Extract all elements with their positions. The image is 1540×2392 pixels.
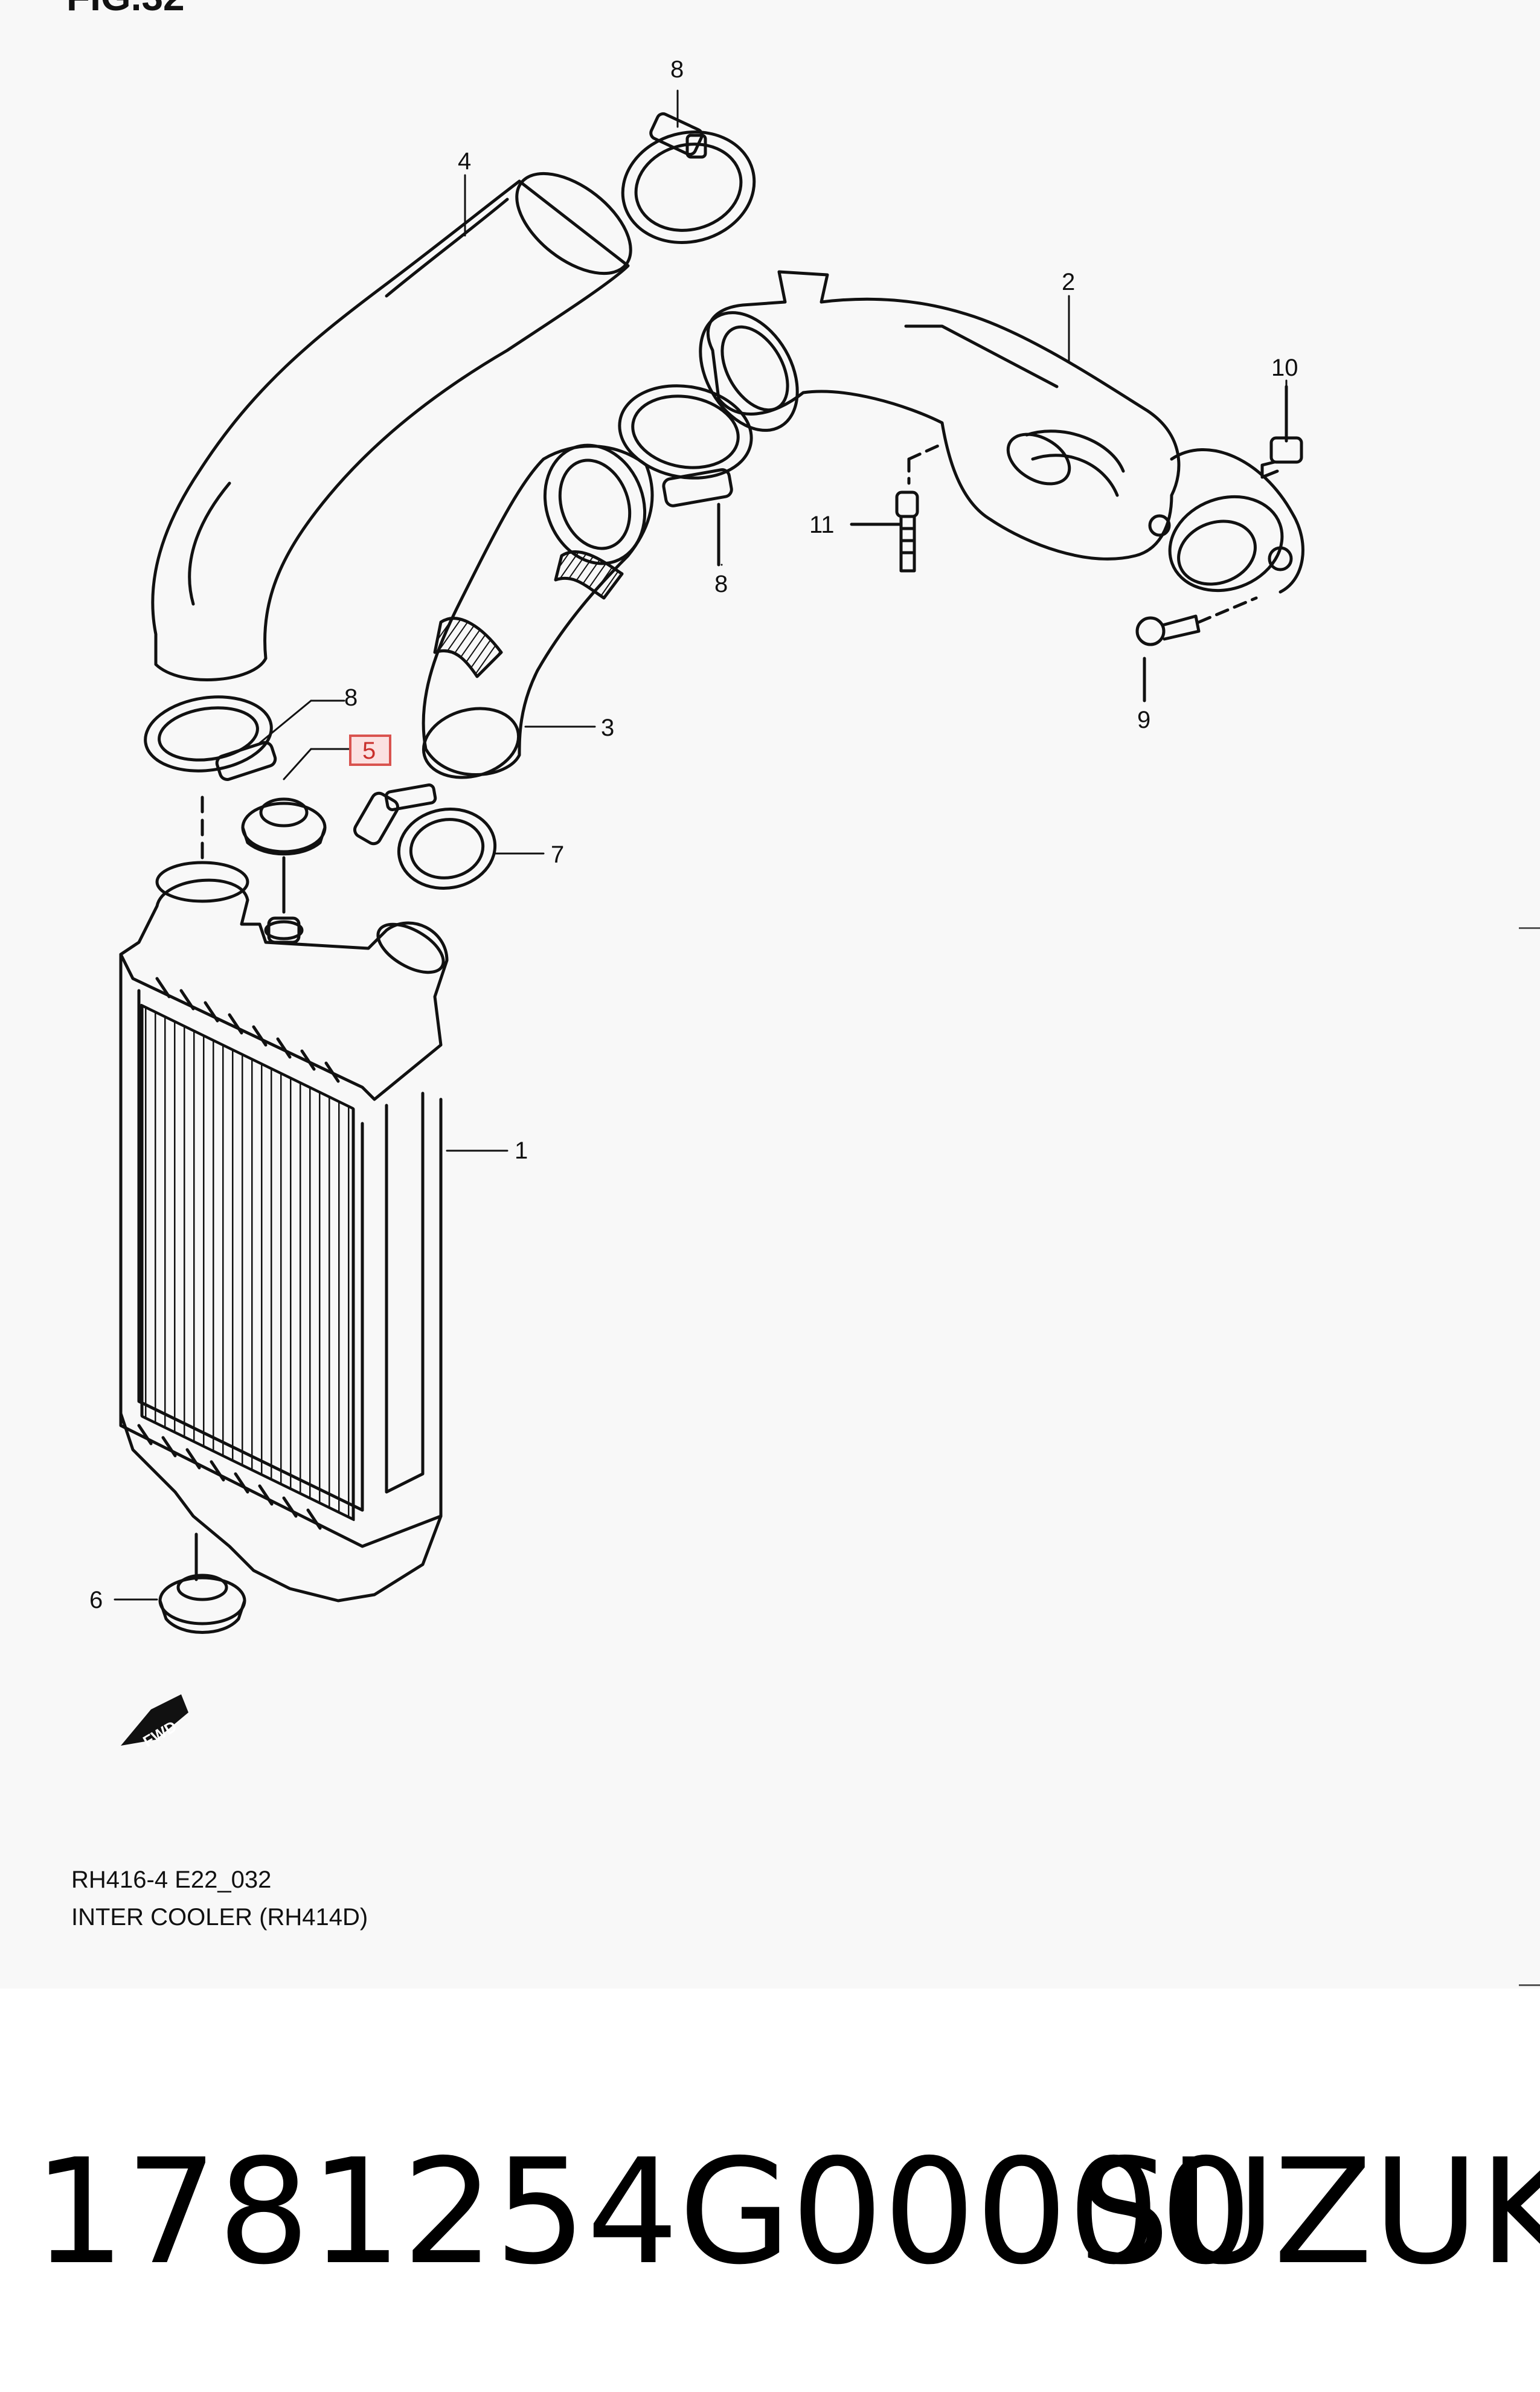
footer: 1781254G00000 SUZUKI [0,1989,1540,2392]
part-11-bolt [850,442,944,573]
callout-7[interactable]: 7 [551,841,564,868]
highlight-box-part-5 [349,735,391,766]
callout-6[interactable]: 6 [89,1587,103,1613]
brand-name: SUZUKI [1078,2127,1540,2297]
part-8a-hose-clamp-top [621,112,756,244]
callout-11[interactable]: 11 [809,512,835,538]
part-4-upper-hose [151,172,632,681]
diagram-code: RH416-4 E22_032 [71,1866,272,1893]
part-5-grommet [241,797,327,914]
callout-leaders [114,89,1288,1601]
part-7-hose-clamp [353,783,497,890]
diagram-title: INTER COOLER (RH414D) [71,1904,368,1931]
callout-10[interactable]: 10 [1271,355,1298,381]
part-1-intercooler [119,861,449,1603]
callout-8-top[interactable]: 8 [670,56,684,83]
figure-heading: FIG.32 [66,0,185,19]
callout-2[interactable]: 2 [1062,269,1075,295]
edge-mark-right-top [1519,927,1540,929]
callout-4[interactable]: 4 [458,148,471,175]
callout-8-middle[interactable]: 8 [714,571,728,597]
part-3-lower-hose [422,443,654,779]
fwd-arrow-icon: FWD [121,1694,188,1751]
callout-8-lower[interactable]: 8 [344,684,358,711]
parts-diagram-panel: FIG.32 [66,0,1540,1986]
callout-9[interactable]: 9 [1137,707,1150,733]
part-2-intake-duct [699,270,1304,594]
intercooler-exploded-diagram: 8 4 2 10 11 8 9 3 8 5 7 1 6 FWD [89,56,1304,1751]
part-8c-hose-clamp-lower-left [144,695,277,860]
callout-1[interactable]: 1 [515,1137,528,1164]
callout-5[interactable]: 5 [362,738,376,764]
part-10-bolt [1260,385,1303,479]
callout-3[interactable]: 3 [601,715,614,741]
part-6-grommet [158,1532,246,1634]
edge-mark-right-bottom [1519,1984,1540,1986]
part-number: 1781254G00000 [33,2127,1253,2297]
part-9-bolt [1135,596,1258,702]
part-8b-hose-clamp-middle [618,384,753,567]
